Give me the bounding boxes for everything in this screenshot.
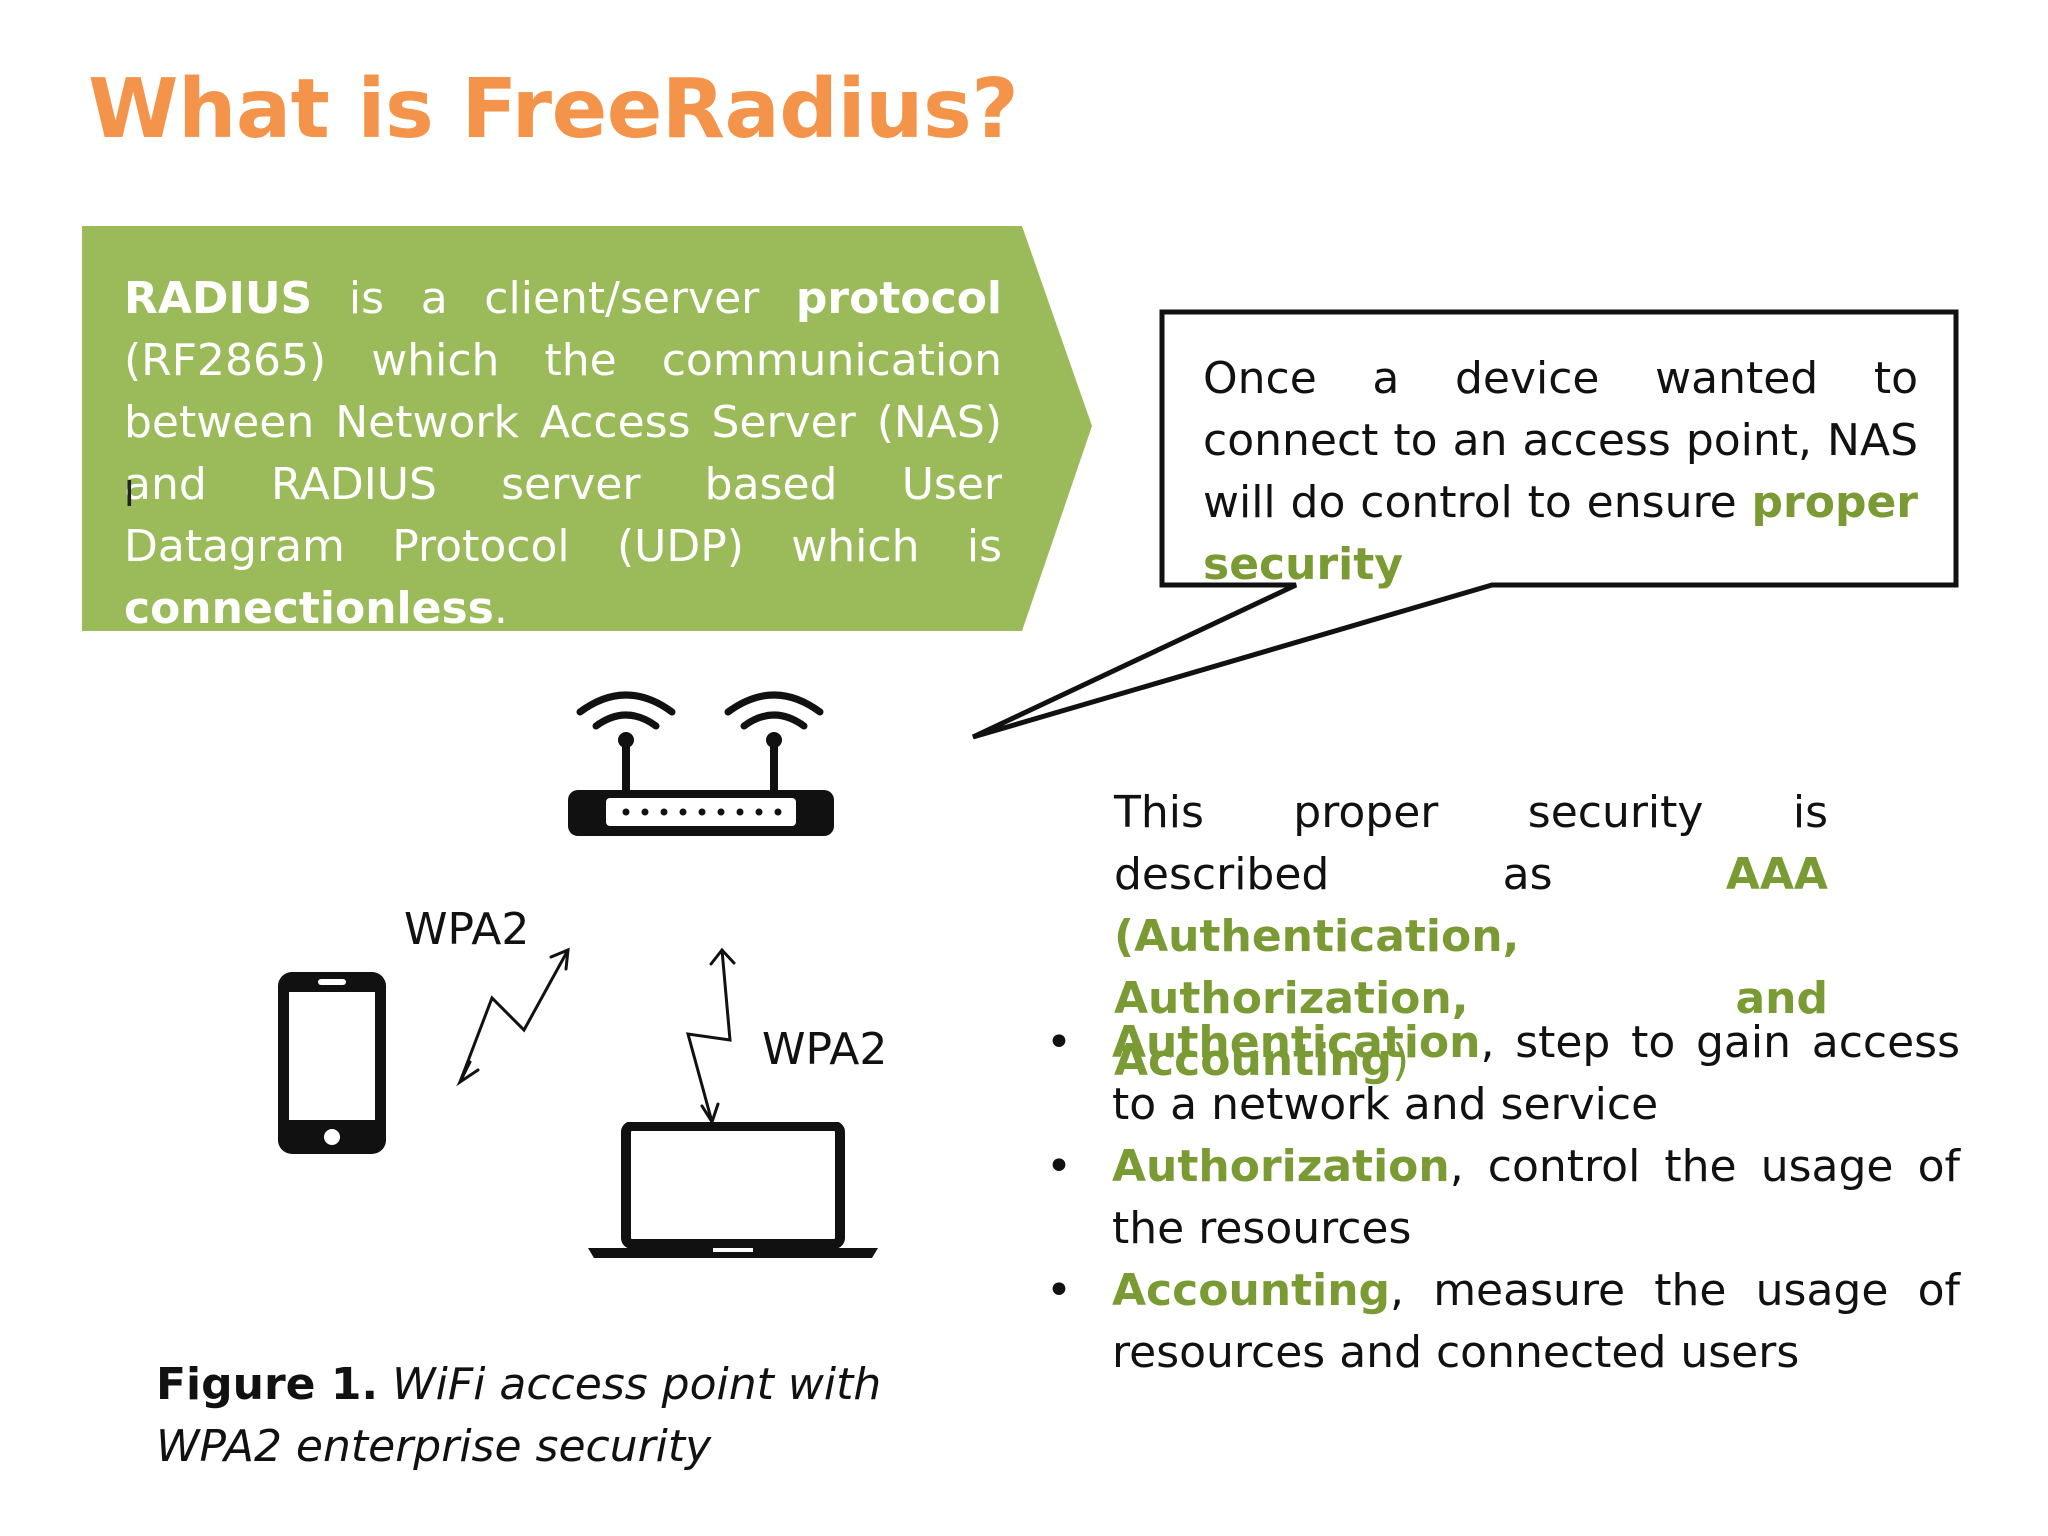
definition-period: . [493,583,508,634]
laptop-icon [588,1122,878,1258]
bullet-term: Authorization [1112,1141,1450,1192]
bullet-icon: • [1046,1141,1072,1192]
list-item: • Accounting, measure the usage of resou… [1040,1260,1960,1384]
speech-callout [971,309,1959,740]
term-protocol: protocol [795,273,1002,324]
callout-highlight: proper security [1203,477,1918,590]
term-connectionless: connectionless [124,583,494,634]
bullet-icon: • [1046,1017,1072,1068]
callout-text: Once a device wanted to connect to an ac… [1203,348,1918,596]
bullet-text: , measure the usage of resources and con… [1112,1265,1960,1378]
bullet-text: , control the usage of the resources [1112,1141,1960,1254]
aaa-prefix: This proper security is described as [1114,787,1828,900]
aaa-description: This proper security is described as AAA… [1114,782,1828,1092]
bullet-text: , step to gain access to a network and s… [1112,1017,1960,1130]
callout-body: Once a device wanted to connect to an ac… [1203,353,1918,528]
term-radius: RADIUS [124,273,313,324]
aaa-bullet-list: • Authentication, step to gain access to… [1040,1012,1960,1384]
wpa2-label-laptop: WPA2 [762,1024,888,1075]
definition-banner [82,226,1092,631]
caption-text: WiFi access point with WPA2 enterprise s… [156,1359,882,1472]
definition-text: RADIUS is a client/server protocol (RF28… [124,268,1002,640]
definition-segment: is a client/server [348,273,760,324]
text-cursor-icon: I [124,474,135,515]
slide-title: What is FreeRadius? [88,62,1019,157]
bullet-term: Accounting [1112,1265,1391,1316]
definition-segment: (RF2865) which the communication between… [124,335,1002,572]
phone-icon [278,972,386,1154]
router-icon [568,691,834,836]
list-item: • Authorization, control the usage of th… [1040,1136,1960,1260]
bullet-icon: • [1046,1265,1072,1316]
aaa-suffix: ) [1392,1035,1410,1086]
wpa2-label-phone: WPA2 [404,904,530,955]
bullet-term: Authentication [1112,1017,1481,1068]
figure-caption: Figure 1. WiFi access point with WPA2 en… [156,1354,986,1478]
aaa-highlight: AAA (Authentication, Authorization, and … [1114,849,1828,1086]
caption-label: Figure 1. [156,1359,379,1410]
list-item: • Authentication, step to gain access to… [1040,1012,1960,1136]
